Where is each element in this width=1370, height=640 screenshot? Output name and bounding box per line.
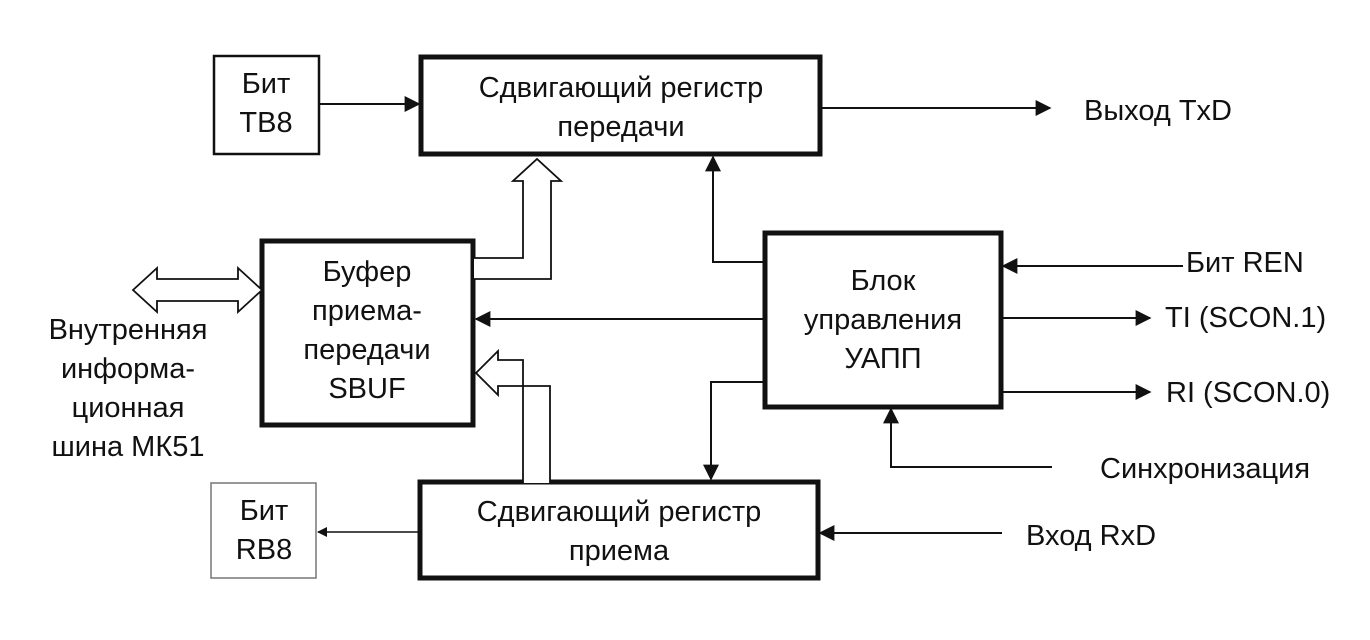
bus-label-line4: шина МК51 bbox=[52, 431, 205, 463]
rx-register-to-sbuf-bus-arrow bbox=[474, 348, 551, 483]
sync-label: Синхронизация bbox=[1100, 453, 1310, 485]
rb8-label-line2: RB8 bbox=[236, 534, 292, 566]
rxd-input-label: Вход RxD bbox=[1026, 520, 1156, 552]
rx-shift-register-block bbox=[417, 479, 821, 581]
control-label-line1: Блок bbox=[851, 265, 916, 297]
sbuf-to-tx-register-bus-arrow bbox=[474, 157, 564, 280]
tx-register-label-line2: передачи bbox=[557, 111, 684, 143]
rx-register-label-line2: приема bbox=[569, 535, 670, 567]
sbuf-label-line4: SBUF bbox=[328, 373, 405, 405]
ti-flag-label: TI (SCON.1) bbox=[1165, 302, 1326, 334]
sync-input-arrow bbox=[883, 407, 1052, 468]
rb8-label-line1: Бит bbox=[240, 495, 289, 527]
bus-label-line1: Внутренняя bbox=[49, 314, 208, 346]
tb8-label-line2: TB8 bbox=[239, 107, 292, 139]
ri-flag-label: RI (SCON.0) bbox=[1166, 377, 1330, 409]
sbuf-label-line1: Буфер bbox=[323, 256, 412, 288]
ren-bit-label: Бит REN bbox=[1186, 247, 1304, 279]
bus-label-line3: ционная bbox=[72, 392, 185, 424]
control-to-rx-register-arrow bbox=[703, 381, 765, 481]
sbuf-block bbox=[259, 238, 476, 428]
control-to-tx-register-arrow bbox=[705, 155, 765, 263]
internal-bus-bidirectional-arrow bbox=[131, 265, 264, 315]
sbuf-label-line3: передачи bbox=[303, 334, 430, 366]
control-label-line3: УАПП bbox=[844, 343, 921, 375]
tx-shift-register-block bbox=[418, 54, 823, 157]
rb8-block bbox=[210, 482, 317, 579]
sbuf-label-line2: приема- bbox=[312, 295, 422, 327]
rx-register-label-line1: Сдвигающий регистр bbox=[477, 496, 762, 528]
tb8-label-line1: Бит bbox=[242, 68, 291, 100]
tx-register-label-line1: Сдвигающий регистр bbox=[479, 72, 764, 104]
bus-label-line2: информа- bbox=[61, 353, 195, 385]
control-label-line2: управления bbox=[804, 304, 962, 336]
txd-output-label: Выход TxD bbox=[1084, 95, 1232, 127]
